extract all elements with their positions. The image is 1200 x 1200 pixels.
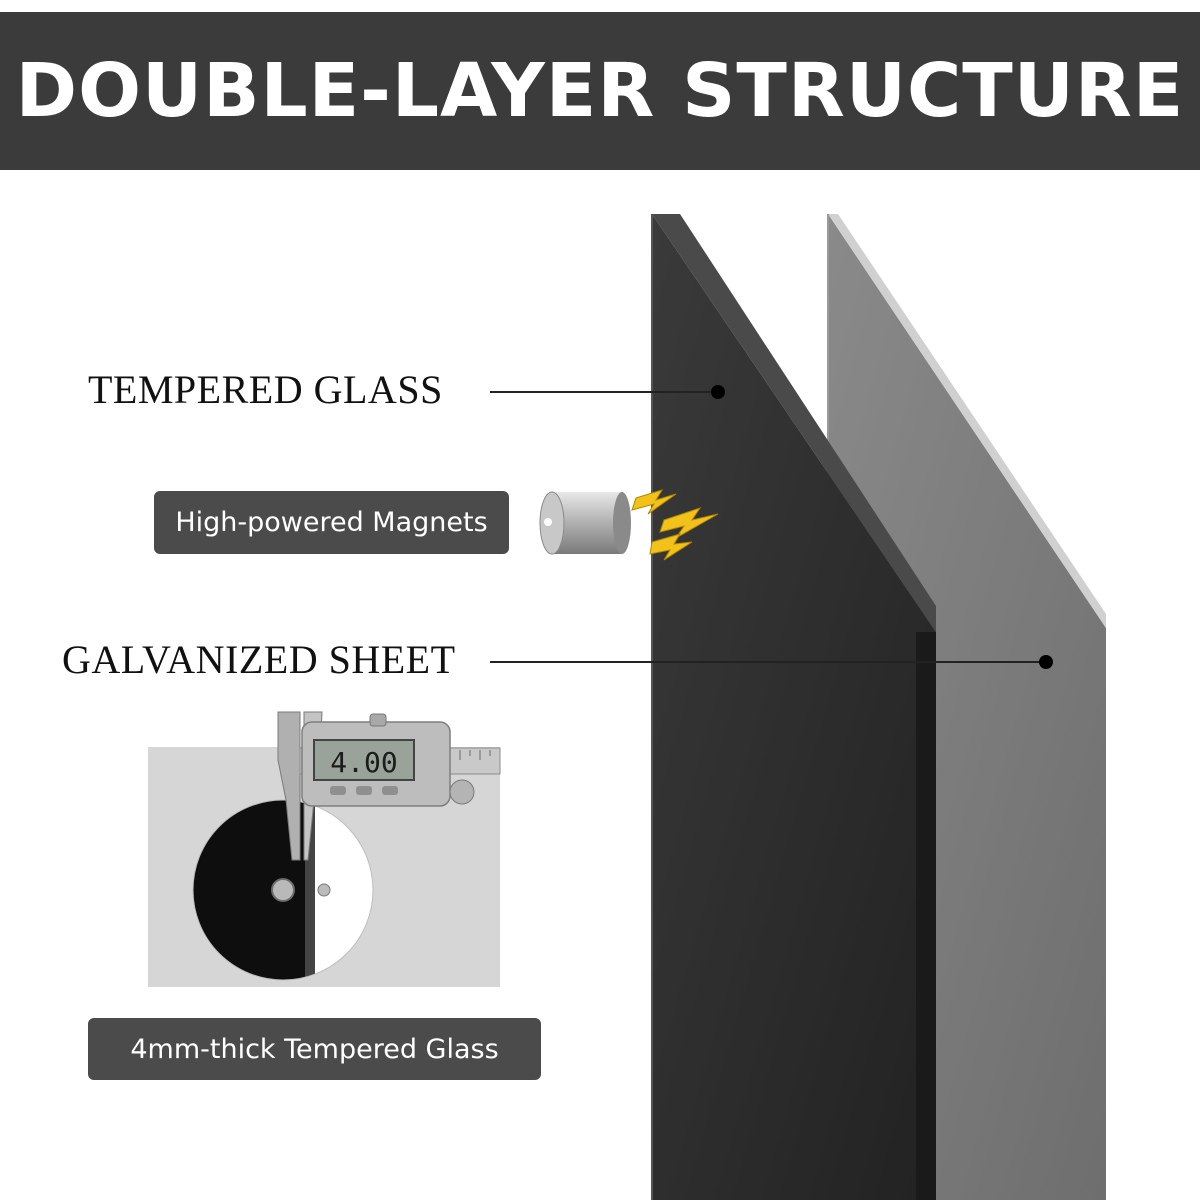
thickness-label: 4mm-thick Tempered Glass xyxy=(88,1018,541,1080)
caliper-display: 4.00 xyxy=(330,746,397,779)
magnet-icon xyxy=(539,491,631,555)
tempered-glass-label: TEMPERED GLASS xyxy=(88,367,443,412)
page-title: DOUBLE-LAYER STRUCTURE xyxy=(15,48,1185,134)
leader-line-glass xyxy=(490,385,725,399)
magnets-label: High-powered Magnets xyxy=(154,491,509,554)
galvanized-sheet-label: GALVANIZED SHEET xyxy=(62,637,456,682)
header-banner: DOUBLE-LAYER STRUCTURE xyxy=(0,12,1200,170)
lightning-icon xyxy=(631,489,719,561)
leader-line-sheet xyxy=(490,655,1053,669)
caliper-icon: 4.00 xyxy=(277,711,501,861)
tempered-glass-panel xyxy=(651,214,936,1200)
